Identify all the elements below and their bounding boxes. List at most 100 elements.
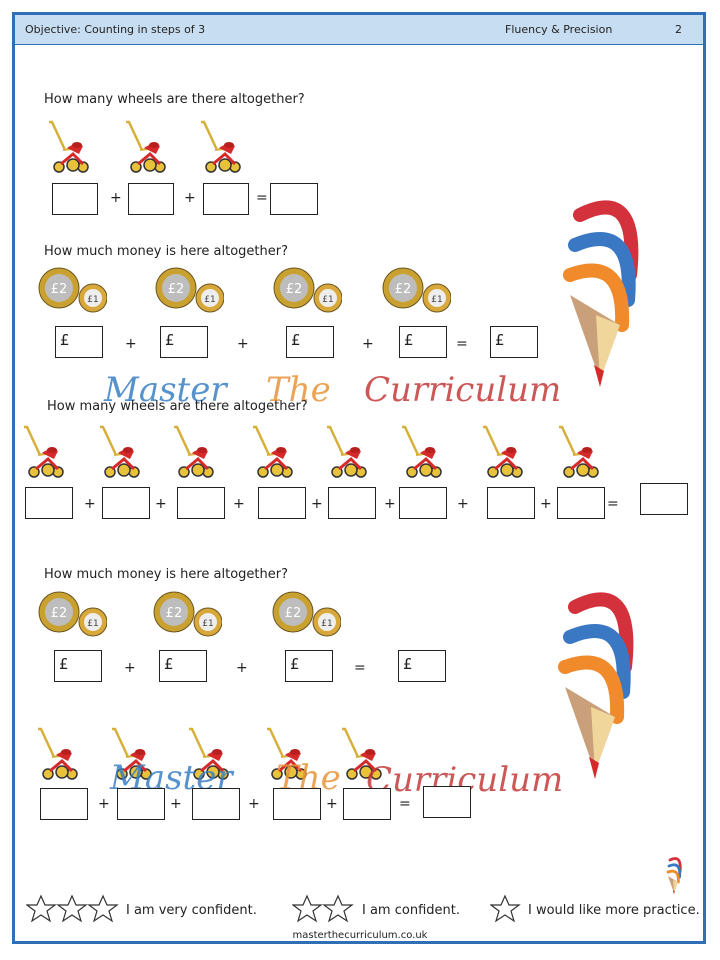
answer-box[interactable] bbox=[192, 788, 240, 820]
tricycle-icon bbox=[96, 425, 142, 483]
section-text: Fluency & Precision bbox=[505, 23, 613, 36]
coins-icon: £1 £2 bbox=[272, 591, 341, 637]
plus-sign: + bbox=[84, 496, 96, 512]
answer-box[interactable] bbox=[423, 786, 471, 818]
equals-sign: = bbox=[607, 496, 619, 512]
coin-large-label: £2 bbox=[51, 282, 68, 297]
coin-small-label: £1 bbox=[322, 295, 333, 305]
coin-small-label: £1 bbox=[87, 619, 98, 629]
tricycle-icon bbox=[555, 425, 601, 483]
equals-sign: = bbox=[256, 190, 268, 206]
pound-sign: £ bbox=[403, 655, 413, 673]
plus-sign: + bbox=[155, 496, 167, 512]
pound-sign: £ bbox=[290, 655, 300, 673]
plus-sign: + bbox=[311, 496, 323, 512]
money-answer-box[interactable]: £ bbox=[160, 326, 208, 358]
money-answer-box[interactable]: £ bbox=[54, 650, 102, 682]
answer-box[interactable] bbox=[273, 788, 321, 820]
plus-sign: + bbox=[98, 796, 110, 812]
answer-box[interactable] bbox=[640, 483, 688, 515]
equals-sign: = bbox=[456, 336, 468, 352]
tricycle-icon bbox=[45, 120, 91, 178]
money-answer-box[interactable]: £ bbox=[55, 326, 103, 358]
answer-box[interactable] bbox=[487, 487, 535, 519]
coin-small-label: £1 bbox=[202, 619, 213, 629]
very-confident-label: I am very confident. bbox=[126, 903, 257, 918]
coin-small-label: £1 bbox=[431, 295, 442, 305]
question-1: How many wheels are there altogether? bbox=[44, 92, 305, 107]
page-header: Objective: Counting in steps of 3 Fluenc… bbox=[15, 15, 703, 45]
tricycle-icon bbox=[122, 120, 168, 178]
coin-small-label: £1 bbox=[321, 619, 332, 629]
tricycle-icon bbox=[249, 425, 295, 483]
answer-box[interactable] bbox=[102, 487, 150, 519]
tricycle-icon bbox=[170, 425, 216, 483]
equals-sign: = bbox=[399, 796, 411, 812]
pound-sign: £ bbox=[59, 655, 69, 673]
plus-sign: + bbox=[233, 496, 245, 512]
answer-box[interactable] bbox=[258, 487, 306, 519]
coin-large-label: £2 bbox=[285, 606, 302, 621]
coins-icon: £1 £2 bbox=[153, 591, 222, 637]
question-2: How much money is here altogether? bbox=[44, 244, 288, 259]
plus-sign: + bbox=[326, 796, 338, 812]
tricycle-icon bbox=[338, 727, 384, 785]
pound-sign: £ bbox=[495, 331, 505, 349]
plus-sign: + bbox=[236, 660, 248, 676]
page-border bbox=[12, 12, 706, 944]
confident-label: I am confident. bbox=[362, 903, 460, 918]
question-4: How much money is here altogether? bbox=[44, 567, 288, 582]
answer-box[interactable] bbox=[343, 788, 391, 820]
small-pencil-logo-icon bbox=[666, 852, 688, 896]
three-stars-icon[interactable] bbox=[26, 894, 120, 924]
tricycle-icon bbox=[398, 425, 444, 483]
coin-large-label: £2 bbox=[168, 282, 185, 297]
coins-icon: £1 £2 bbox=[273, 267, 342, 313]
answer-box[interactable] bbox=[177, 487, 225, 519]
coins-icon: £1 £2 bbox=[155, 267, 224, 313]
tricycle-icon bbox=[197, 120, 243, 178]
one-star-icon[interactable] bbox=[490, 894, 522, 924]
answer-box[interactable] bbox=[328, 487, 376, 519]
two-stars-icon[interactable] bbox=[292, 894, 354, 924]
answer-box[interactable] bbox=[52, 183, 98, 215]
equals-sign: = bbox=[354, 660, 366, 676]
answer-box[interactable] bbox=[203, 183, 249, 215]
answer-box[interactable] bbox=[399, 487, 447, 519]
tricycle-icon bbox=[185, 727, 231, 785]
answer-box[interactable] bbox=[117, 788, 165, 820]
plus-sign: + bbox=[540, 496, 552, 512]
plus-sign: + bbox=[110, 190, 122, 206]
coin-small-label: £1 bbox=[87, 295, 98, 305]
pound-sign: £ bbox=[404, 331, 414, 349]
footer-url: masterthecurriculum.co.uk bbox=[292, 930, 428, 941]
coin-large-label: £2 bbox=[286, 282, 303, 297]
pound-sign: £ bbox=[60, 331, 70, 349]
plus-sign: + bbox=[124, 660, 136, 676]
money-answer-box[interactable]: £ bbox=[399, 326, 447, 358]
money-answer-box[interactable]: £ bbox=[490, 326, 538, 358]
tricycle-icon bbox=[20, 425, 66, 483]
money-answer-box[interactable]: £ bbox=[285, 650, 333, 682]
answer-box[interactable] bbox=[270, 183, 318, 215]
question-3: How many wheels are there altogether? bbox=[47, 399, 308, 414]
coin-large-label: £2 bbox=[395, 282, 412, 297]
page-number: 2 bbox=[675, 23, 682, 36]
coin-large-label: £2 bbox=[166, 606, 183, 621]
answer-box[interactable] bbox=[40, 788, 88, 820]
pound-sign: £ bbox=[165, 331, 175, 349]
plus-sign: + bbox=[184, 190, 196, 206]
plus-sign: + bbox=[457, 496, 469, 512]
objective-text: Objective: Counting in steps of 3 bbox=[25, 23, 206, 36]
tricycle-icon bbox=[479, 425, 525, 483]
answer-box[interactable] bbox=[128, 183, 174, 215]
plus-sign: + bbox=[362, 336, 374, 352]
coins-icon: £1 £2 bbox=[38, 267, 107, 313]
money-answer-box[interactable]: £ bbox=[286, 326, 334, 358]
answer-box[interactable] bbox=[557, 487, 605, 519]
money-answer-box[interactable]: £ bbox=[398, 650, 446, 682]
tricycle-icon bbox=[323, 425, 369, 483]
answer-box[interactable] bbox=[25, 487, 73, 519]
pound-sign: £ bbox=[164, 655, 174, 673]
money-answer-box[interactable]: £ bbox=[159, 650, 207, 682]
